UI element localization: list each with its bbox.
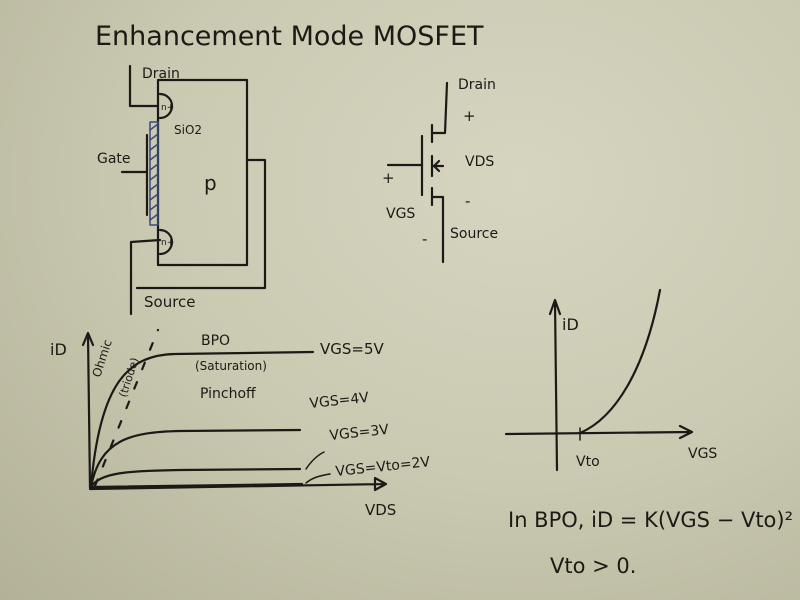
pinchoff-label: Pinchoff — [200, 386, 256, 402]
symbol-vgs-label: VGS — [386, 206, 415, 222]
symbol-source-label: Source — [450, 226, 498, 242]
threshold-label: Vto — [576, 454, 600, 470]
title: Enhancement Mode MOSFET — [95, 21, 484, 52]
curve-vgs-2v — [90, 482, 304, 489]
substrate-label: p — [204, 171, 217, 195]
transfer-vgs-axis — [504, 424, 694, 440]
mosfet-symbol: Drain + VDS - Source + VGS - — [382, 77, 498, 264]
triode-label: (triode) — [116, 356, 141, 399]
curve-label-3v: VGS=3V — [329, 422, 390, 444]
symbol-minus-gs: - — [422, 230, 427, 248]
transfer-vgs-label: VGS — [688, 446, 717, 462]
transfer-characteristics-graph: iD Vto VGS — [504, 288, 717, 472]
drain-wire — [128, 64, 160, 108]
drain-label: Drain — [142, 66, 180, 82]
output-id-label: iD — [50, 340, 67, 359]
gate-label: Gate — [97, 151, 131, 167]
transfer-id-axis — [548, 298, 562, 472]
oxide-hatching — [149, 123, 159, 221]
symbol-plus-gs: + — [382, 169, 395, 187]
output-vds-label: VDS — [365, 501, 396, 519]
n-plus-drain — [158, 92, 174, 120]
transfer-id-label: iD — [562, 315, 579, 334]
symbol-plus-ds: + — [463, 107, 476, 125]
pinchoff-boundary — [93, 328, 160, 488]
symbol-drain-lead — [430, 81, 449, 135]
id-axis — [81, 331, 95, 490]
vds-axis — [88, 476, 388, 492]
n-plus-top-label: n+ — [161, 103, 174, 113]
symbol-vds-label: VDS — [465, 154, 494, 170]
curve-vgs-3v — [89, 467, 302, 489]
output-characteristics-graph: iD VDS Ohmic (triode) BPO (Saturation) P… — [50, 328, 431, 519]
symbol-source-lead — [430, 195, 445, 264]
body-wire — [135, 158, 267, 290]
source-label: Source — [144, 293, 196, 311]
symbol-minus-ds: - — [465, 192, 470, 210]
curve-label-2v: VGS=Vto=2V — [335, 454, 431, 480]
oxide-label: SiO2 — [174, 123, 202, 137]
mosfet-cross-section: Drain Gate SiO2 p n+ n+ Source — [97, 64, 267, 316]
curve-label-4v: VGS=4V — [309, 390, 370, 412]
curve-vgs-4v — [89, 428, 302, 489]
curve-vgs-5v — [89, 350, 315, 489]
curve-label-leaders — [305, 451, 331, 484]
threshold-condition: Vto > 0. — [550, 554, 636, 578]
bpo-equation: In BPO, iD = K(VGS − Vto)² — [508, 508, 793, 532]
n-plus-source — [158, 228, 174, 256]
bpo-label: BPO — [201, 333, 230, 349]
symbol-body-arrow — [430, 159, 445, 173]
n-plus-bottom-label: n+ — [161, 238, 174, 248]
transfer-curve — [578, 288, 662, 435]
symbol-drain-label: Drain — [458, 77, 496, 93]
curve-label-5v: VGS=5V — [320, 340, 385, 358]
source-wire — [129, 238, 162, 316]
saturation-label: (Saturation) — [195, 359, 267, 373]
